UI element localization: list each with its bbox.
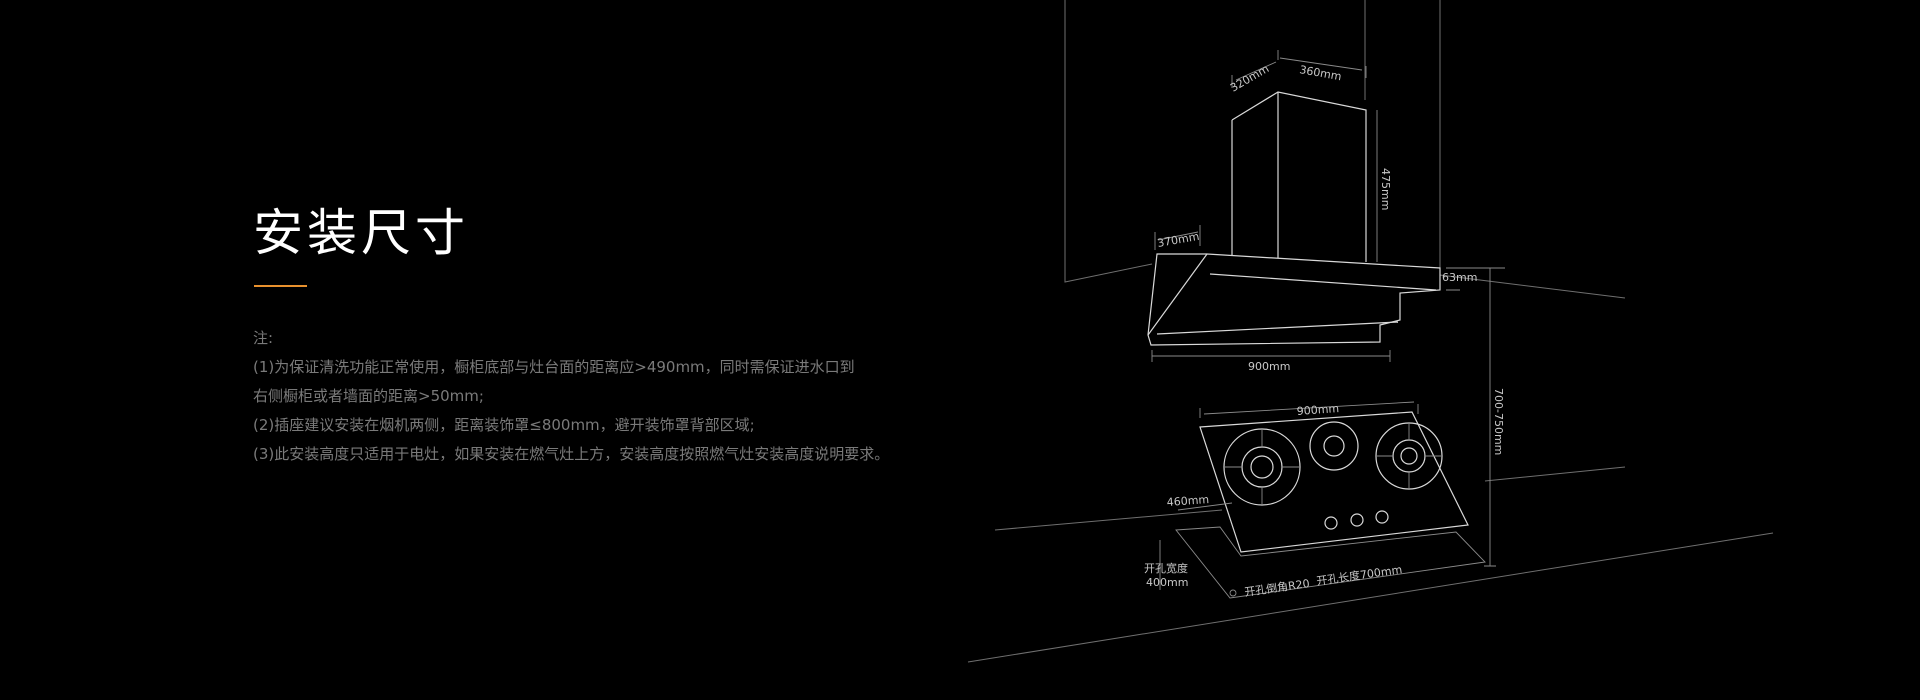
- cooktop: [1177, 401, 1469, 553]
- notes-label: 注:: [253, 329, 274, 347]
- install-height-label: 700-750mm: [1492, 388, 1505, 455]
- install-height-marker: [1484, 267, 1496, 567]
- cover-depth-label: 320mm: [1228, 62, 1271, 94]
- cover-height-label: 475mm: [1379, 168, 1392, 210]
- note-line-1: (1)为保证清洗功能正常使用，橱柜底部与灶台面的距离应>490mm，同时需保证进…: [253, 358, 855, 376]
- hood-thickness-label: 63mm: [1442, 271, 1477, 284]
- note-line-3: (2)插座建议安装在烟机两侧，距离装饰罩≤800mm，避开装饰罩背部区域;: [253, 416, 755, 434]
- range-hood: [1147, 225, 1505, 362]
- note-line-2: 右侧橱柜或者墙面的距离>50mm;: [253, 387, 484, 405]
- cutout-outline: [1159, 526, 1486, 599]
- cutout-corner-label: 开孔倒角R20: [1244, 577, 1311, 599]
- stove-depth-label: 460mm: [1166, 493, 1209, 509]
- cabinet-outline: [967, 0, 1774, 663]
- title-accent-divider: [254, 285, 307, 287]
- hood-depth-label: 370mm: [1156, 230, 1200, 250]
- cutout-width-title: 开孔宽度: [1144, 561, 1188, 575]
- cutout-width-value: 400mm: [1146, 576, 1188, 589]
- page-title: 安装尺寸: [253, 204, 469, 262]
- hood-width-label: 900mm: [1248, 360, 1290, 373]
- cutout-length-label: 开孔长度700mm: [1315, 562, 1403, 588]
- note-line-4: (3)此安装高度只适用于电灶，如果安装在燃气灶上方，安装高度按照燃气灶安装高度说…: [253, 445, 890, 463]
- chimney-cover: [1231, 50, 1378, 262]
- installation-notes: 注: (1)为保证清洗功能正常使用，橱柜底部与灶台面的距离应>490mm，同时需…: [253, 324, 889, 469]
- stove-width-label: 900mm: [1296, 402, 1339, 418]
